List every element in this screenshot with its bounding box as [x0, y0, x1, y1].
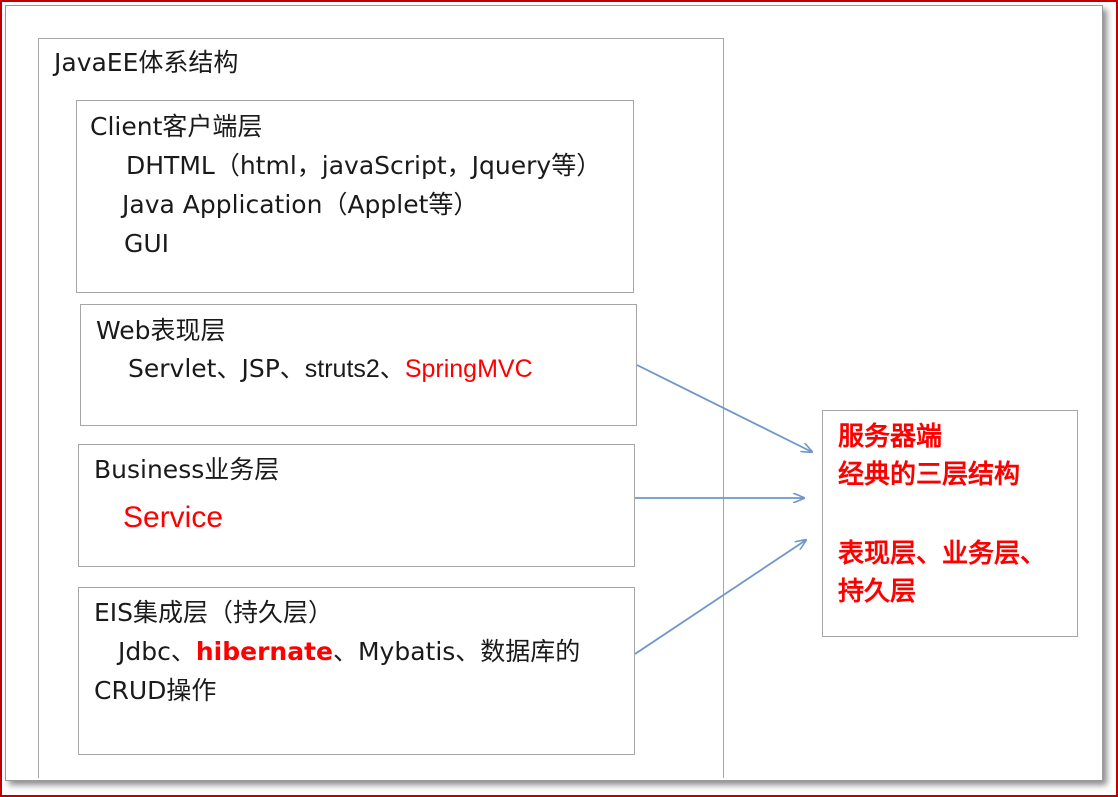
server-side-box: [822, 410, 1078, 637]
eis-layer-box: [78, 587, 635, 755]
business-layer-box: [78, 444, 635, 567]
server-line-2: 经典的三层结构: [838, 460, 1021, 490]
client-line-gui: GUI: [124, 229, 170, 258]
eis-tech-line: Jdbc、hibernate、Mybatis、数据库的: [118, 637, 580, 667]
eis-heading: EIS集成层（持久层）: [94, 598, 334, 627]
web-tech-line: Servlet、JSP、struts2、SpringMVC: [128, 354, 533, 384]
arrow-web-to-server: [636, 364, 812, 452]
web-layer-box: [80, 304, 637, 426]
eis-tech-hibernate: hibernate: [195, 637, 333, 666]
web-heading: Web表现层: [96, 316, 226, 345]
web-tech-prefix: Servlet、JSP、: [128, 354, 305, 383]
eis-line-crud: CRUD操作: [94, 676, 217, 705]
server-line-4: 持久层: [838, 577, 917, 607]
client-line-dhtml: DHTML（html，javaScript，Jquery等）: [126, 151, 602, 180]
business-service: Service: [123, 501, 224, 534]
server-line-1: 服务器端: [838, 422, 943, 452]
client-layer-box: [76, 100, 634, 293]
web-tech-springmvc: SpringMVC: [404, 355, 533, 383]
client-heading: Client客户端层: [90, 112, 263, 141]
eis-tech-jdbc: Jdbc、: [118, 637, 196, 666]
arrow-eis-to-server: [634, 540, 806, 655]
business-heading: Business业务层: [94, 455, 280, 484]
web-tech-struts: struts2、: [304, 355, 405, 383]
eis-tech-rest: 、Mybatis、数据库的: [332, 637, 581, 666]
server-line-3: 表现层、业务层、: [838, 539, 1047, 569]
diagram-title: JavaEE体系结构: [54, 48, 239, 77]
client-line-java-application: Java Application（Applet等）: [122, 190, 479, 219]
